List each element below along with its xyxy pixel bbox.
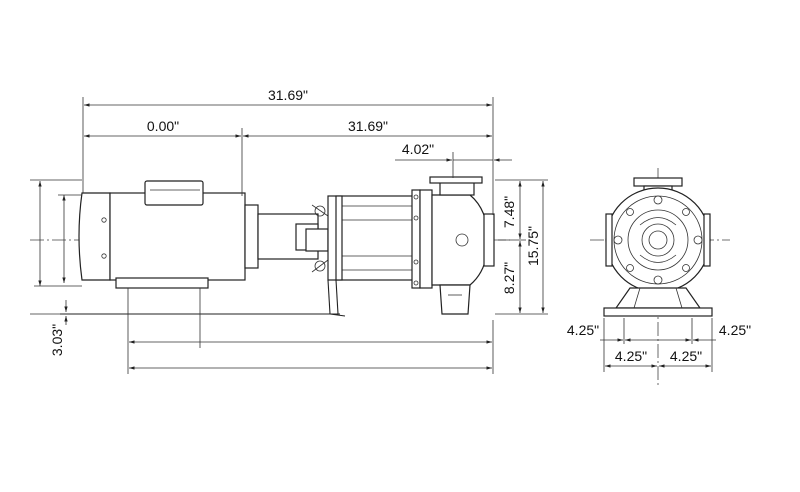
volute xyxy=(431,194,489,286)
front-shaft-icon xyxy=(648,230,668,250)
dim-discharge-height: 7.48" xyxy=(501,196,517,228)
front-base-plate xyxy=(603,307,713,317)
discharge-flange xyxy=(429,176,483,184)
motor-bolt-icon xyxy=(101,253,107,259)
motor xyxy=(78,180,259,289)
coupling-adapter xyxy=(257,204,329,273)
front-seal-ring xyxy=(627,209,689,271)
motor-bolt-icon xyxy=(101,217,107,223)
dim-discharge-offset: 4.02" xyxy=(402,141,434,157)
side-view xyxy=(30,176,510,317)
dim-pump-section: 31.69" xyxy=(348,118,388,134)
bearing-frame xyxy=(327,195,417,317)
front-dimensions: 4.25" 4.25" 4.25" 4.25" xyxy=(567,318,751,372)
dim-front-right-outer: 4.25" xyxy=(719,322,751,338)
motor-foot xyxy=(115,277,209,289)
top-bolt-icon xyxy=(314,205,326,217)
motor-end-cap xyxy=(78,192,111,281)
dim-overall-height: 15.75" xyxy=(525,226,541,266)
side-dimensions: 31.69" 0.00" 31.69" 4.02" 3.03" xyxy=(30,87,548,374)
front-pedestal xyxy=(614,287,702,309)
dim-motor-section: 0.00" xyxy=(147,118,179,134)
coupling-hub xyxy=(305,228,329,252)
bottom-bolt-icon xyxy=(314,260,326,272)
casing-foot xyxy=(439,284,471,315)
motor-terminal-box xyxy=(144,180,204,206)
dim-front-left-outer: 4.25" xyxy=(567,322,599,338)
casing-flange xyxy=(411,189,421,289)
motor-flange xyxy=(244,204,259,269)
dim-suction-height: 8.27" xyxy=(501,262,517,294)
dim-base-height: 3.03" xyxy=(49,324,65,356)
dim-front-right-inner: 4.25" xyxy=(670,348,702,364)
dim-front-left-inner: 4.25" xyxy=(615,348,647,364)
impeller-hub-icon xyxy=(455,233,469,247)
pump-casing xyxy=(411,176,495,315)
frame-body xyxy=(327,195,417,281)
dim-overall-length: 31.69" xyxy=(268,87,308,103)
front-discharge-flange xyxy=(633,177,683,187)
motor-body xyxy=(109,192,246,281)
front-view xyxy=(590,168,730,388)
suction-flange xyxy=(483,213,495,267)
